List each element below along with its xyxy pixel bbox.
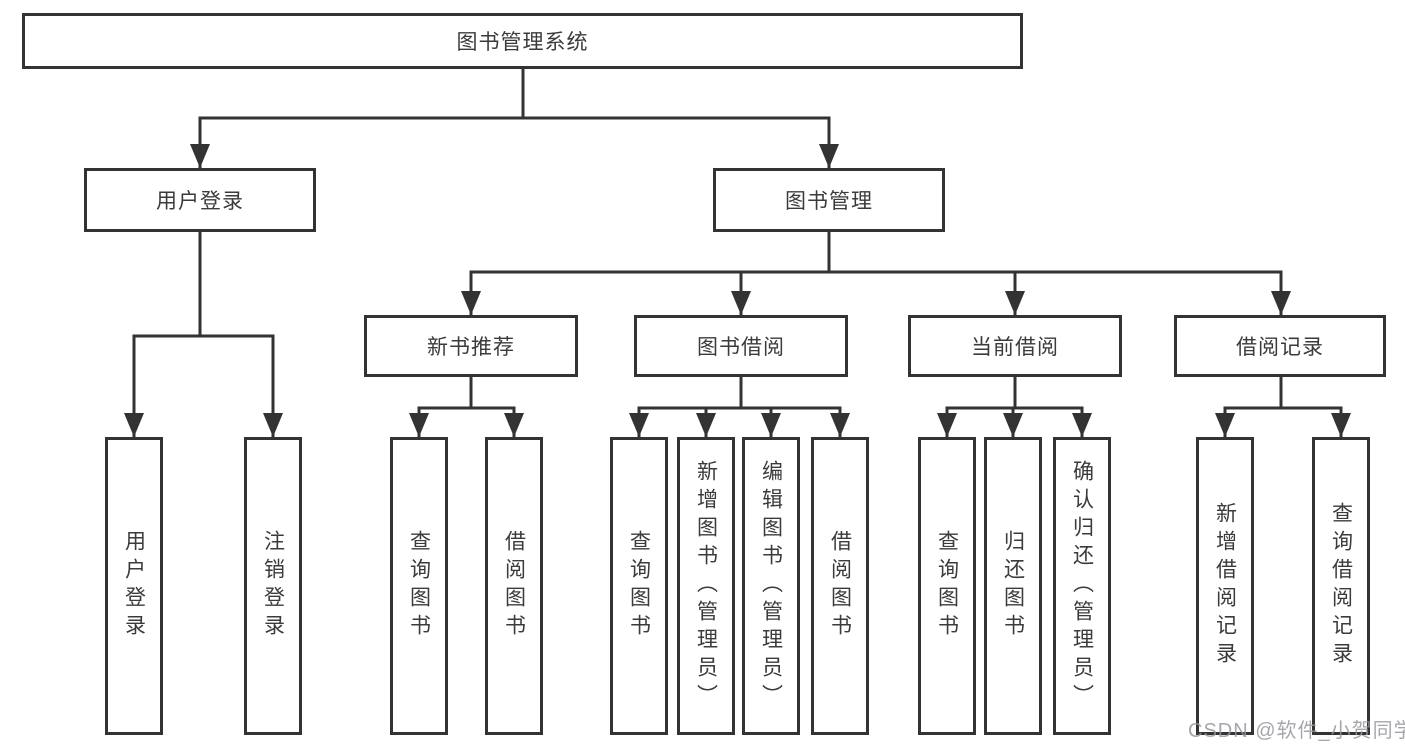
node-leaf-cb-query-book: 查询图书 xyxy=(918,437,976,735)
node-leaf-nbr-borrow-book: 借阅图书 xyxy=(485,437,543,735)
connector-cb-to-query-book xyxy=(937,377,1017,437)
node-leaf-label: 借阅图书 xyxy=(502,530,526,642)
connector-nbr-to-borrow-book xyxy=(469,377,524,437)
connector-user-login-to-login xyxy=(124,232,202,437)
connector-bm-to-borrow-records xyxy=(827,232,1291,315)
connector-bb-to-add-book xyxy=(696,377,743,437)
node-root: 图书管理系统 xyxy=(22,13,1023,69)
node-book-management-label: 图书管理 xyxy=(785,190,873,213)
node-leaf-label: 查询借阅记录 xyxy=(1329,502,1353,670)
node-root-label: 图书管理系统 xyxy=(456,31,589,54)
node-leaf-cb-confirm-return-admin: 确认归还（管理员） xyxy=(1053,437,1111,735)
node-leaf-label: 用户登录 xyxy=(122,530,146,642)
connector-root-to-book-management xyxy=(521,69,839,168)
node-leaf-label: 注销登录 xyxy=(261,530,285,642)
connector-nbr-to-query-book xyxy=(409,377,473,437)
node-leaf-logout: 注销登录 xyxy=(244,437,302,735)
node-leaf-label: 查询图书 xyxy=(407,530,431,642)
node-leaf-label: 新增借阅记录 xyxy=(1213,502,1237,670)
node-leaf-bb-add-book-admin: 新增图书（管理员） xyxy=(677,437,735,735)
node-borrow-records-label: 借阅记录 xyxy=(1236,336,1324,359)
node-leaf-label: 新增图书（管理员） xyxy=(694,460,718,712)
connector-user-login-to-logout xyxy=(198,232,283,437)
node-leaf-label: 确认归还（管理员） xyxy=(1070,460,1094,712)
connector-root-to-user-login xyxy=(190,69,525,168)
node-user-login: 用户登录 xyxy=(84,168,316,232)
node-borrow-records: 借阅记录 xyxy=(1174,315,1386,377)
node-new-book-recommend: 新书推荐 xyxy=(364,315,578,377)
csdn-watermark: CSDN @软件_小贺同学 xyxy=(1188,720,1405,742)
node-leaf-label: 查询图书 xyxy=(627,530,651,642)
node-current-borrow: 当前借阅 xyxy=(908,315,1122,377)
connector-bb-to-borrow-book xyxy=(739,377,850,437)
node-leaf-br-add-record: 新增借阅记录 xyxy=(1196,437,1254,735)
node-user-login-label: 用户登录 xyxy=(156,190,244,213)
connector-br-to-query-record xyxy=(1279,377,1351,437)
node-book-borrow: 图书借阅 xyxy=(634,315,848,377)
node-leaf-bb-query-book: 查询图书 xyxy=(610,437,668,735)
connector-bm-to-book-borrow xyxy=(731,232,831,315)
node-leaf-br-query-record: 查询借阅记录 xyxy=(1312,437,1370,735)
node-leaf-nbr-query-book: 查询图书 xyxy=(390,437,448,735)
node-leaf-user-login: 用户登录 xyxy=(105,437,163,735)
node-leaf-label: 归还图书 xyxy=(1001,530,1025,642)
connector-br-to-add-record xyxy=(1215,377,1283,437)
node-leaf-label: 借阅图书 xyxy=(828,530,852,642)
node-leaf-cb-return-book: 归还图书 xyxy=(984,437,1042,735)
node-new-book-recommend-label: 新书推荐 xyxy=(427,336,515,359)
connector-cb-to-confirm-return xyxy=(1013,377,1092,437)
node-leaf-bb-borrow-book: 借阅图书 xyxy=(811,437,869,735)
node-book-borrow-label: 图书借阅 xyxy=(697,336,785,359)
node-leaf-label: 查询图书 xyxy=(935,530,959,642)
node-leaf-bb-edit-book-admin: 编辑图书（管理员） xyxy=(742,437,800,735)
node-book-management: 图书管理 xyxy=(713,168,945,232)
node-leaf-label: 编辑图书（管理员） xyxy=(759,460,783,712)
node-current-borrow-label: 当前借阅 xyxy=(971,336,1059,359)
